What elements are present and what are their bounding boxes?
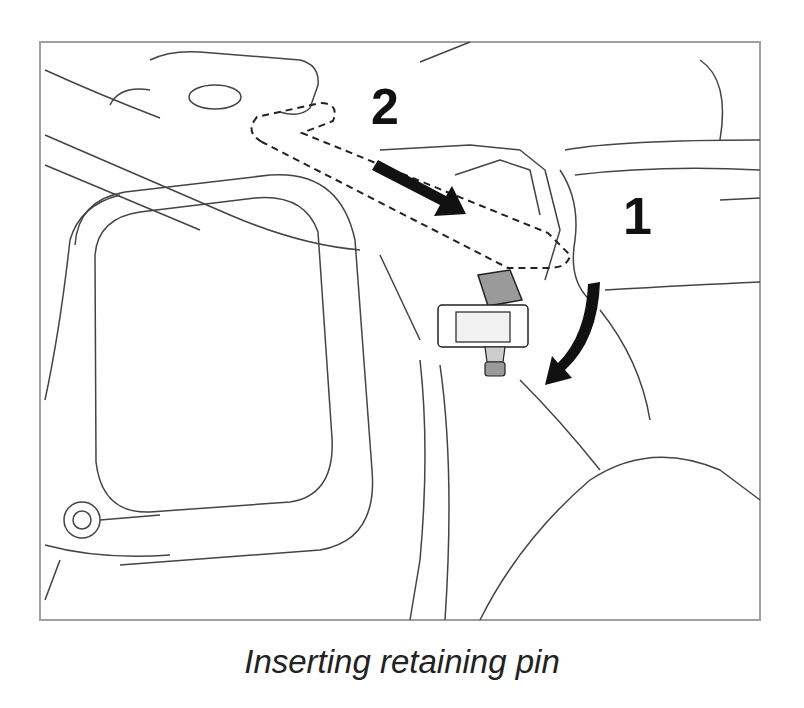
arm-edge	[720, 198, 760, 200]
clip-stem	[485, 347, 505, 362]
body-edge	[100, 515, 160, 520]
callout-number: 2	[368, 82, 402, 132]
arm-edge	[575, 168, 760, 175]
trim-edge	[480, 457, 760, 620]
body-edge	[45, 545, 170, 556]
panel-outline	[75, 175, 373, 565]
body-edge	[45, 560, 60, 600]
figure-caption: Inserting retaining pin	[0, 642, 804, 682]
arm-edge	[605, 282, 760, 290]
arrow-2	[372, 160, 466, 216]
body-edge	[410, 360, 425, 620]
arrow-1	[545, 282, 600, 385]
arm-end	[560, 170, 590, 300]
body-edge	[45, 70, 160, 118]
hose	[700, 60, 723, 140]
trim-edge	[600, 310, 650, 420]
body-edge	[110, 89, 150, 105]
housing-edge	[455, 160, 540, 215]
arm-edge	[565, 140, 760, 150]
callout-number: 1	[620, 190, 655, 242]
clip-face	[456, 312, 510, 342]
body-lines	[45, 42, 760, 620]
body-edge	[420, 42, 470, 62]
clip-body	[438, 305, 528, 347]
clip-bolt	[485, 362, 505, 376]
frame	[40, 42, 760, 620]
body-edge	[440, 365, 449, 620]
window-outline	[95, 198, 332, 512]
retaining-clip	[438, 270, 528, 376]
body-edge	[45, 165, 200, 230]
body-edge	[45, 135, 360, 250]
trim-edge	[520, 380, 600, 470]
bracket-hole	[189, 85, 241, 109]
clip-head	[478, 270, 522, 306]
ring	[64, 502, 100, 538]
retaining-pin-tool	[252, 103, 570, 268]
ring	[73, 511, 91, 529]
bracket	[150, 52, 318, 115]
body-edge	[380, 255, 420, 340]
housing-edge	[380, 145, 560, 280]
